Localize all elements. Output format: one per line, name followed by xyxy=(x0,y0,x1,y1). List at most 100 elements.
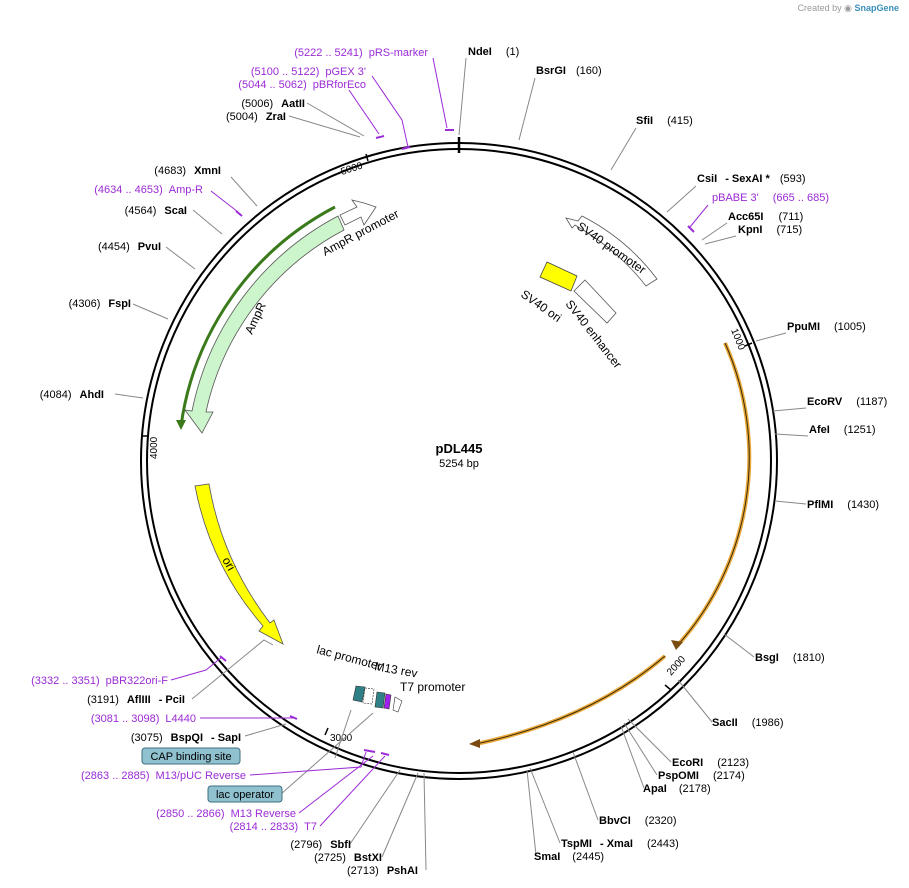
cap-binding-site-label: CAP binding site xyxy=(150,751,231,763)
primer-pgex3[interactable]: (5100 .. 5122)pGEX 3' xyxy=(251,66,366,78)
site-bsgi[interactable]: BsgI(1810) xyxy=(755,652,825,664)
leader-sacii xyxy=(677,679,713,723)
leader-acc65i xyxy=(701,222,728,241)
site-ecorv[interactable]: EcoRV(1187) xyxy=(807,396,887,408)
leader-pspomi xyxy=(623,722,658,776)
site-sbfi[interactable]: (2796)SbfI xyxy=(290,839,351,851)
primer-m13-puc-reverse[interactable]: (2863 .. 2885)M13/pUC Reverse xyxy=(81,770,246,782)
site-bsrgi[interactable]: BsrGI(160) xyxy=(536,65,602,77)
snapgene-logo-icon: ◉ xyxy=(844,3,852,13)
cap-binding-site-callout[interactable]: CAP binding site xyxy=(141,747,241,765)
ampr-arrow[interactable] xyxy=(184,215,345,434)
snapgene-credit: Created by ◉ SnapGene xyxy=(798,3,899,14)
ampr-promoter-arrow[interactable] xyxy=(339,199,377,226)
site-kpni[interactable]: KpnI(715) xyxy=(738,224,802,236)
scale-tick-label-2000: 2000 xyxy=(665,654,688,678)
primer-pbr322ori-f[interactable]: (3332 .. 3351)pBR322ori-F xyxy=(31,675,168,687)
site-scai[interactable]: (4564)ScaI xyxy=(125,205,187,217)
sv40-promoter-arrow[interactable] xyxy=(565,215,658,287)
site-afliii[interactable]: (3191)AflIII- PciI xyxy=(87,694,185,706)
leader-smai xyxy=(526,769,537,856)
leader-zrai xyxy=(288,115,361,138)
leader-bsgi xyxy=(723,633,755,658)
ampr-highlight-arrowhead xyxy=(176,420,186,430)
sv40-ori-box[interactable] xyxy=(539,261,578,292)
site-labels: NdeI(1) BsrGI(160) SfiI(415) CsiI- SexAI… xyxy=(40,46,888,877)
site-csii[interactable]: CsiI- SexAI *(593) xyxy=(697,173,806,185)
primer-leader-pbrforeco xyxy=(348,89,380,135)
site-pflmi[interactable]: PflMI(1430) xyxy=(807,499,879,511)
leader-fspi xyxy=(132,303,169,320)
leader-sfii xyxy=(610,127,637,171)
site-ndei[interactable]: NdeI(1) xyxy=(468,46,519,58)
leader-lac-operator xyxy=(280,712,374,795)
plasmid-name: pDL445 xyxy=(436,441,483,456)
lac-operator-callout[interactable]: lac operator xyxy=(207,785,283,803)
sv40-enhancer-box[interactable] xyxy=(573,279,617,324)
lac-promoter-box[interactable] xyxy=(362,687,375,705)
ori-arrow[interactable] xyxy=(194,483,284,645)
site-fspi[interactable]: (4306)FspI xyxy=(69,298,131,310)
site-aatii[interactable]: (5006)AatII xyxy=(241,98,305,110)
site-tspmi[interactable]: TspMI- XmaI(2443) xyxy=(561,838,679,850)
site-sacii[interactable]: SacII(1986) xyxy=(712,717,783,729)
site-afei[interactable]: AfeI(1251) xyxy=(809,424,876,436)
primer-t7[interactable]: (2814 .. 2833)T7 xyxy=(230,821,317,833)
leader-cap-binding-site xyxy=(334,709,352,759)
cap-binding-site-box[interactable] xyxy=(352,685,366,703)
site-ppumi[interactable]: PpuMI(1005) xyxy=(787,321,866,333)
site-pshai[interactable]: (2713)PshAI xyxy=(347,865,418,877)
site-smai[interactable]: SmaI(2445) xyxy=(534,851,604,863)
t7-promoter-label: T7 promoter xyxy=(400,680,465,694)
leader-bsrgi xyxy=(518,77,536,141)
primer-leader-m13-reverse xyxy=(298,755,374,814)
site-apai[interactable]: ApaI(2178) xyxy=(643,783,711,795)
credit-brand: SnapGene xyxy=(854,3,899,13)
primer-prs-marker[interactable]: (5222 .. 5241)pRS-marker xyxy=(294,47,428,59)
site-xmni[interactable]: (4683)XmnI xyxy=(154,165,221,177)
leader-afei xyxy=(774,433,809,437)
site-acc65i[interactable]: Acc65I(711) xyxy=(728,211,803,223)
leader-afliii xyxy=(191,639,274,700)
primer-pbabe3[interactable]: pBABE 3'(665 .. 685) xyxy=(712,192,829,204)
primer-ampr[interactable]: (4634 .. 4653)Amp-R xyxy=(94,184,203,196)
primer-leader-pbabe3 xyxy=(689,204,709,228)
leader-sbfi xyxy=(349,769,401,845)
scale-tick-label-5000: 5000 xyxy=(340,160,365,177)
m13-rev-box[interactable] xyxy=(383,693,392,710)
leader-aatii xyxy=(306,102,365,137)
t7-promoter-box[interactable] xyxy=(392,696,403,713)
primer-leader-t7 xyxy=(319,755,386,827)
leader-tspmi xyxy=(529,767,561,844)
primer-pbrforeco[interactable]: (5044 .. 5062)pBRforEco xyxy=(238,79,366,91)
leader-xmni xyxy=(230,176,258,207)
site-sfii[interactable]: SfiI(415) xyxy=(636,115,693,127)
leader-pflmi xyxy=(774,500,807,505)
site-bbvci[interactable]: BbvCI(2320) xyxy=(599,815,677,827)
leader-bstxi xyxy=(381,772,419,858)
site-ecori[interactable]: EcoRI(2123) xyxy=(672,757,749,769)
ori-label: ori xyxy=(219,555,238,574)
scale-tick-1000 xyxy=(744,342,753,347)
scale-tick-label-1000: 1000 xyxy=(728,327,747,352)
orange-arc-right-arrowhead xyxy=(671,640,683,650)
primer-mark-pbrforeco xyxy=(401,146,411,150)
primer-mark-m13-reverse xyxy=(380,752,390,756)
site-ahdi[interactable]: (4084)AhdI xyxy=(40,389,104,401)
lac-operator-box[interactable] xyxy=(374,691,386,709)
plasmid-length: 5254 bp xyxy=(439,458,479,470)
site-pspomi[interactable]: PspOMI(2174) xyxy=(658,770,745,782)
primer-m13-reverse[interactable]: (2850 .. 2866)M13 Reverse xyxy=(156,808,296,820)
orange-arc-right-core xyxy=(676,342,750,647)
leader-pvui xyxy=(165,246,196,270)
site-pvui[interactable]: (4454)PvuI xyxy=(98,241,161,253)
leader-pshai xyxy=(423,772,427,871)
site-bstxi[interactable]: (2725)BstXI xyxy=(314,852,382,864)
lac-promoter-label: lac promoter xyxy=(315,642,383,673)
site-zrai[interactable]: (5004)ZraI xyxy=(226,111,286,123)
m13-rev-label: M13 rev xyxy=(373,659,418,680)
site-bspqi[interactable]: (3075)BspQI- SapI xyxy=(131,732,241,744)
primer-l4440[interactable]: (3081 .. 3098)L4440 xyxy=(91,713,196,725)
primer-mark-pgex3 xyxy=(375,135,385,139)
